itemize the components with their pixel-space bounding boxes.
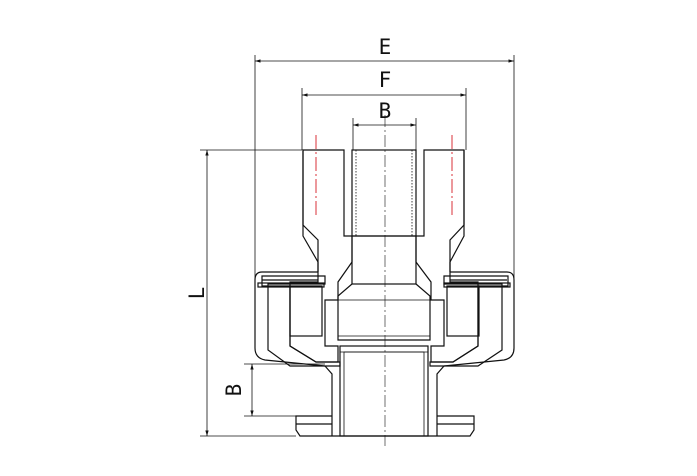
dimension-e: E [254, 35, 515, 290]
outline [254, 150, 515, 437]
dimension-b-side-label: B [222, 384, 246, 397]
dimension-f-label: F [379, 68, 392, 92]
dimension-e-label: E [379, 35, 392, 59]
bore [257, 149, 511, 437]
right-section [415, 149, 479, 363]
left-shell [261, 275, 341, 367]
dimension-b-top-label: B [379, 99, 392, 123]
left-section [289, 149, 353, 363]
centre-lines [315, 115, 453, 446]
right-shell [429, 275, 509, 367]
dimension-l: L [185, 149, 302, 437]
dimension-l-label: L [185, 287, 209, 300]
dimension-b-top: B [352, 99, 417, 150]
dimension-b-side: B [222, 363, 325, 417]
dimension-f: F [301, 68, 467, 150]
